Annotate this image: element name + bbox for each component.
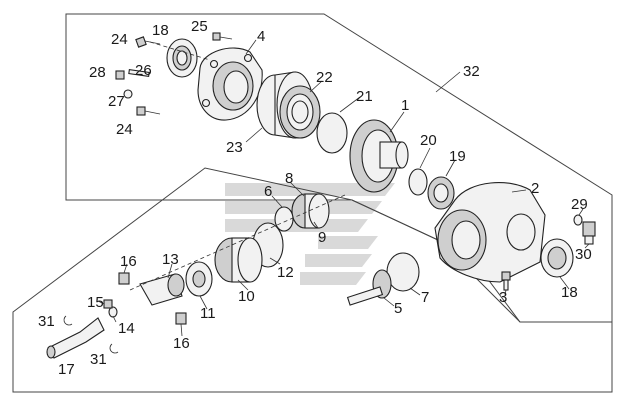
callout-26: 26 xyxy=(135,62,152,79)
callout-21: 21 xyxy=(356,88,373,105)
callout-10: 10 xyxy=(238,288,255,305)
callout-numbers: 1 2 3 4 5 6 7 8 9 10 11 12 13 14 15 16 1… xyxy=(38,18,592,378)
callout-18-right: 18 xyxy=(561,284,578,301)
callout-24-lower: 24 xyxy=(116,121,133,138)
bearing-8-part xyxy=(291,193,330,229)
ring-6-part xyxy=(274,206,294,232)
plug-30-part xyxy=(582,221,596,245)
callout-1: 1 xyxy=(401,97,409,114)
callout-4: 4 xyxy=(257,28,265,45)
callout-18-upper: 18 xyxy=(152,22,169,39)
callout-16-lower: 16 xyxy=(173,335,190,352)
flange-cover-part xyxy=(197,47,263,121)
cross-15-part xyxy=(103,299,113,309)
gear-housing-part xyxy=(434,182,546,283)
callout-17: 17 xyxy=(58,361,75,378)
callout-28: 28 xyxy=(89,64,106,81)
bearing-19-part xyxy=(427,176,455,210)
callout-29: 29 xyxy=(571,196,588,213)
callout-22: 22 xyxy=(316,69,333,86)
splined-shaft-part xyxy=(46,317,105,359)
circlip-31-upper-part xyxy=(63,315,73,326)
callout-16-upper: 16 xyxy=(120,253,137,270)
pinion-5-part xyxy=(346,269,392,306)
callout-8: 8 xyxy=(285,170,293,187)
callout-19: 19 xyxy=(449,148,466,165)
callout-31-lower: 31 xyxy=(90,351,107,368)
callout-30: 30 xyxy=(575,246,592,263)
callout-12: 12 xyxy=(277,264,294,281)
callout-7: 7 xyxy=(421,289,429,306)
callout-31-upper: 31 xyxy=(38,313,55,330)
yoke-13-part xyxy=(139,273,185,306)
callout-2: 2 xyxy=(531,180,539,197)
circlip-31-lower-part xyxy=(109,343,119,354)
callout-13: 13 xyxy=(162,251,179,268)
bearing-upper-part xyxy=(279,85,321,139)
callout-11: 11 xyxy=(200,305,216,322)
washer-29-part xyxy=(573,214,583,226)
lower-group-outline xyxy=(12,167,613,393)
callout-27: 27 xyxy=(108,93,125,110)
callout-3: 3 xyxy=(499,289,507,306)
callout-9: 9 xyxy=(318,229,326,246)
callout-24-upper: 24 xyxy=(111,31,128,48)
upper-group-outline xyxy=(65,13,613,323)
shim-ring-part xyxy=(408,168,428,196)
ring-14-part xyxy=(108,306,118,318)
seal-right-part xyxy=(540,238,574,278)
bevel-crown-gear-part xyxy=(349,119,409,193)
cap-16-lower-part xyxy=(175,312,187,325)
seal-upper-part xyxy=(166,38,198,78)
callout-15: 15 xyxy=(87,294,104,311)
cap-16-upper-part xyxy=(118,272,130,285)
leader-lines xyxy=(97,39,590,337)
callout-6: 6 xyxy=(264,183,272,200)
o-ring-part xyxy=(316,112,348,154)
assembly-axis-upper xyxy=(149,41,211,61)
callout-23: 23 xyxy=(226,139,243,156)
coupling-sleeve-part xyxy=(214,237,263,283)
callout-5: 5 xyxy=(394,300,402,317)
seal-11-part xyxy=(185,261,213,297)
ring-7-part xyxy=(386,252,420,292)
callout-25: 25 xyxy=(191,18,208,35)
callout-20: 20 xyxy=(420,132,437,149)
callout-32: 32 xyxy=(463,63,480,80)
callout-14: 14 xyxy=(118,320,135,337)
